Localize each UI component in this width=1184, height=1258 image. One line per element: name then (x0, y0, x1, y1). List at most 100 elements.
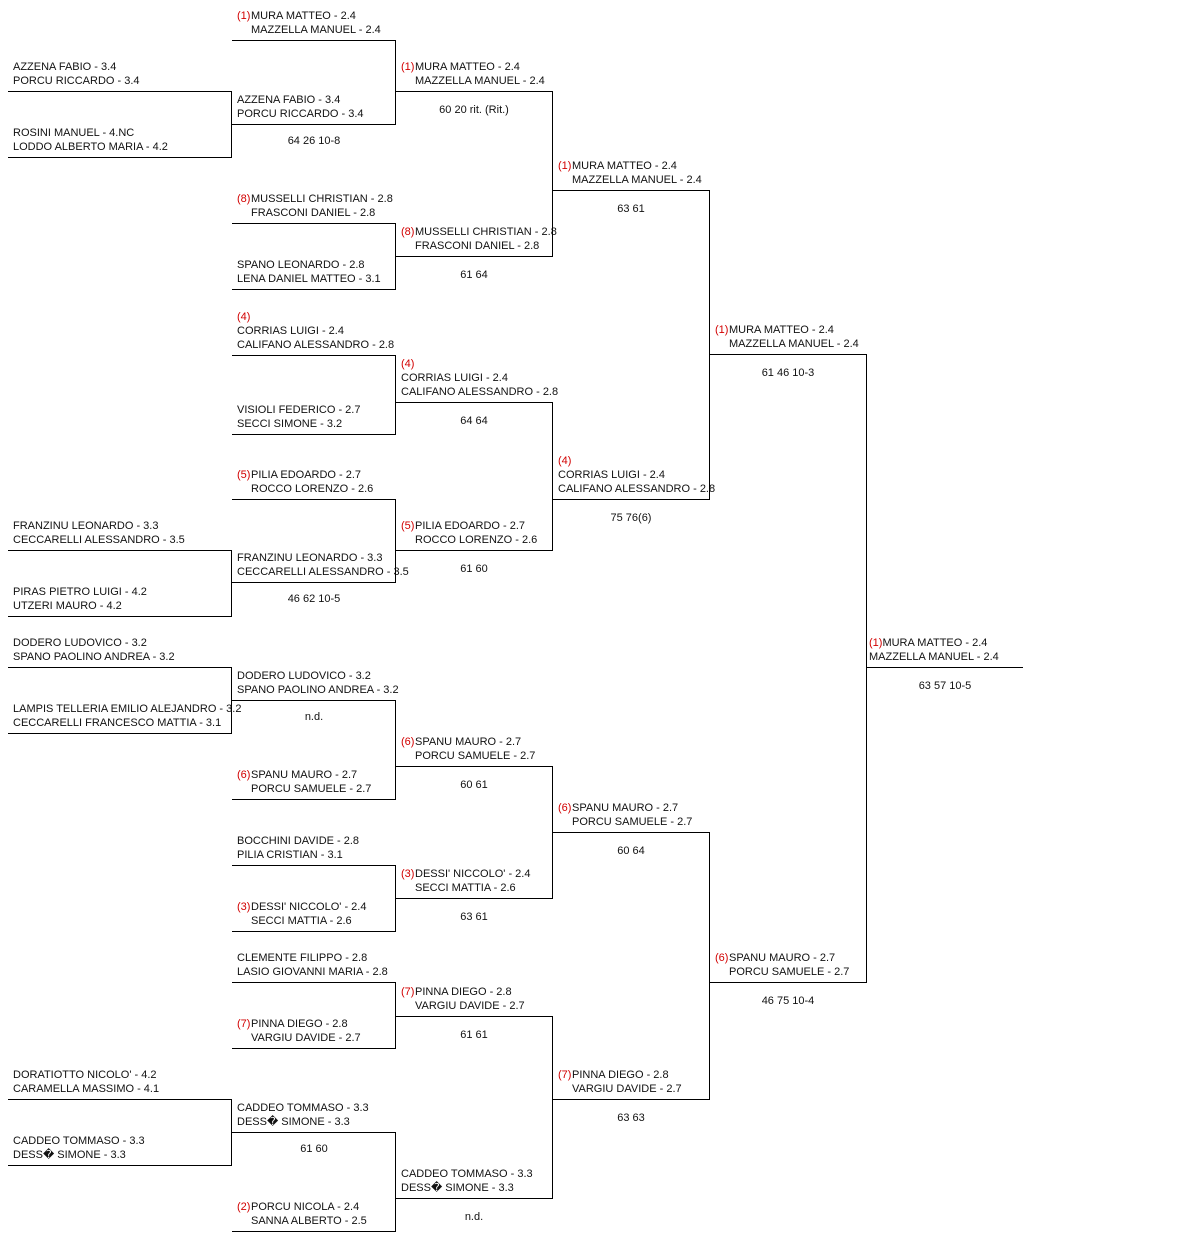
seed-label: (3) (237, 901, 251, 913)
bracket-line (8, 91, 232, 92)
bracket-line (867, 667, 1023, 668)
match-score: 60 20 rit. (Rit.) (439, 104, 509, 116)
player-1: PINNA DIEGO - 2.8 (572, 1069, 669, 1081)
bracket-line (396, 256, 553, 257)
seed-label: (2) (237, 1201, 251, 1213)
bracket-line (396, 1016, 553, 1017)
player-1: MUSSELLI CHRISTIAN - 2.8 (251, 193, 393, 205)
player-1: MURA MATTEO - 2.4 (415, 61, 520, 73)
match-score: 61 64 (460, 269, 488, 281)
bracket-line (232, 40, 396, 41)
player-1: SPANU MAURO - 2.7 (729, 952, 836, 964)
player-2: PORCU RICCARDO - 3.4 (237, 108, 364, 120)
bracket-connector (552, 91, 553, 257)
player-2: SECCI SIMONE - 3.2 (237, 418, 343, 430)
bracket-connector (395, 865, 396, 932)
bracket-line (232, 289, 396, 290)
player-2: ROCCO LORENZO - 2.6 (415, 534, 538, 546)
bracket-connector (395, 223, 396, 290)
player-2: MAZZELLA MANUEL - 2.4 (415, 75, 545, 87)
match-score: 64 26 10-8 (287, 135, 341, 147)
player-2: SECCI MATTIA - 2.6 (415, 882, 516, 894)
bracket-line (396, 402, 553, 403)
match-score: 61 60 (460, 563, 488, 575)
player-1: MUSSELLI CHRISTIAN - 2.8 (415, 226, 557, 238)
bracket-line (232, 582, 396, 583)
bracket-line (232, 982, 396, 983)
player-2: MAZZELLA MANUEL - 2.4 (869, 651, 999, 663)
seed-label: (6) (558, 802, 572, 814)
player-1: DODERO LUDOVICO - 3.2 (13, 637, 147, 649)
player-1: DESSI' NICCOLO' - 2.4 (415, 868, 531, 880)
match-score: 63 61 (460, 911, 488, 923)
bracket-line (232, 223, 396, 224)
bracket-line (232, 124, 396, 125)
player-1: PINNA DIEGO - 2.8 (251, 1018, 348, 1030)
player-2: CECCARELLI ALESSANDRO - 3.5 (13, 534, 185, 546)
player-2: CECCARELLI FRANCESCO MATTIA - 3.1 (13, 717, 222, 729)
player-1: SPANU MAURO - 2.7 (572, 802, 679, 814)
bracket-connector (395, 40, 396, 125)
seed-label: (6) (715, 952, 729, 964)
bracket-line (396, 766, 553, 767)
bracket-line (8, 550, 232, 551)
player-1: DESSI' NICCOLO' - 2.4 (251, 901, 367, 913)
player-1: CLEMENTE FILIPPO - 2.8 (237, 952, 368, 964)
seed-label: (4) (558, 455, 572, 467)
player-2: DESS� SIMONE - 3.3 (13, 1149, 126, 1161)
player-2: SPANO PAOLINO ANDREA - 3.2 (237, 684, 399, 696)
match-score: 61 46 10-3 (761, 367, 815, 379)
player-1: PILIA EDOARDO - 2.7 (415, 520, 526, 532)
bracket-line (553, 499, 710, 500)
bracket-line (710, 982, 867, 983)
seed-label: (3) (401, 868, 415, 880)
player-1: MURA MATTEO - 2.4 (729, 324, 834, 336)
bracket-line (396, 898, 553, 899)
bracket-line (232, 1048, 396, 1049)
seed-label: (6) (401, 736, 415, 748)
player-2: SPANO PAOLINO ANDREA - 3.2 (13, 651, 175, 663)
player-2: LASIO GIOVANNI MARIA - 2.8 (237, 966, 388, 978)
player-2: FRASCONI DANIEL - 2.8 (415, 240, 540, 252)
bracket-connector (231, 667, 232, 734)
bracket-line (553, 1099, 710, 1100)
seed-label: (4) (237, 311, 251, 323)
player-2: VARGIU DAVIDE - 2.7 (251, 1032, 361, 1044)
bracket-line (553, 190, 710, 191)
player-2: DESS� SIMONE - 3.3 (401, 1182, 514, 1194)
player-1: CORRIAS LUIGI - 2.4 (558, 469, 665, 481)
bracket-line (396, 550, 553, 551)
player-1: CADDEO TOMMASO - 3.3 (237, 1102, 369, 1114)
bracket-line (232, 865, 396, 866)
player-1: MURA MATTEO - 2.4 (572, 160, 677, 172)
player-1: PORCU NICOLA - 2.4 (251, 1201, 360, 1213)
player-2: DESS� SIMONE - 3.3 (237, 1116, 350, 1128)
player-1: CADDEO TOMMASO - 3.3 (13, 1135, 145, 1147)
player-2: CARAMELLA MASSIMO - 4.1 (13, 1083, 160, 1095)
bracket-line (232, 1231, 396, 1232)
